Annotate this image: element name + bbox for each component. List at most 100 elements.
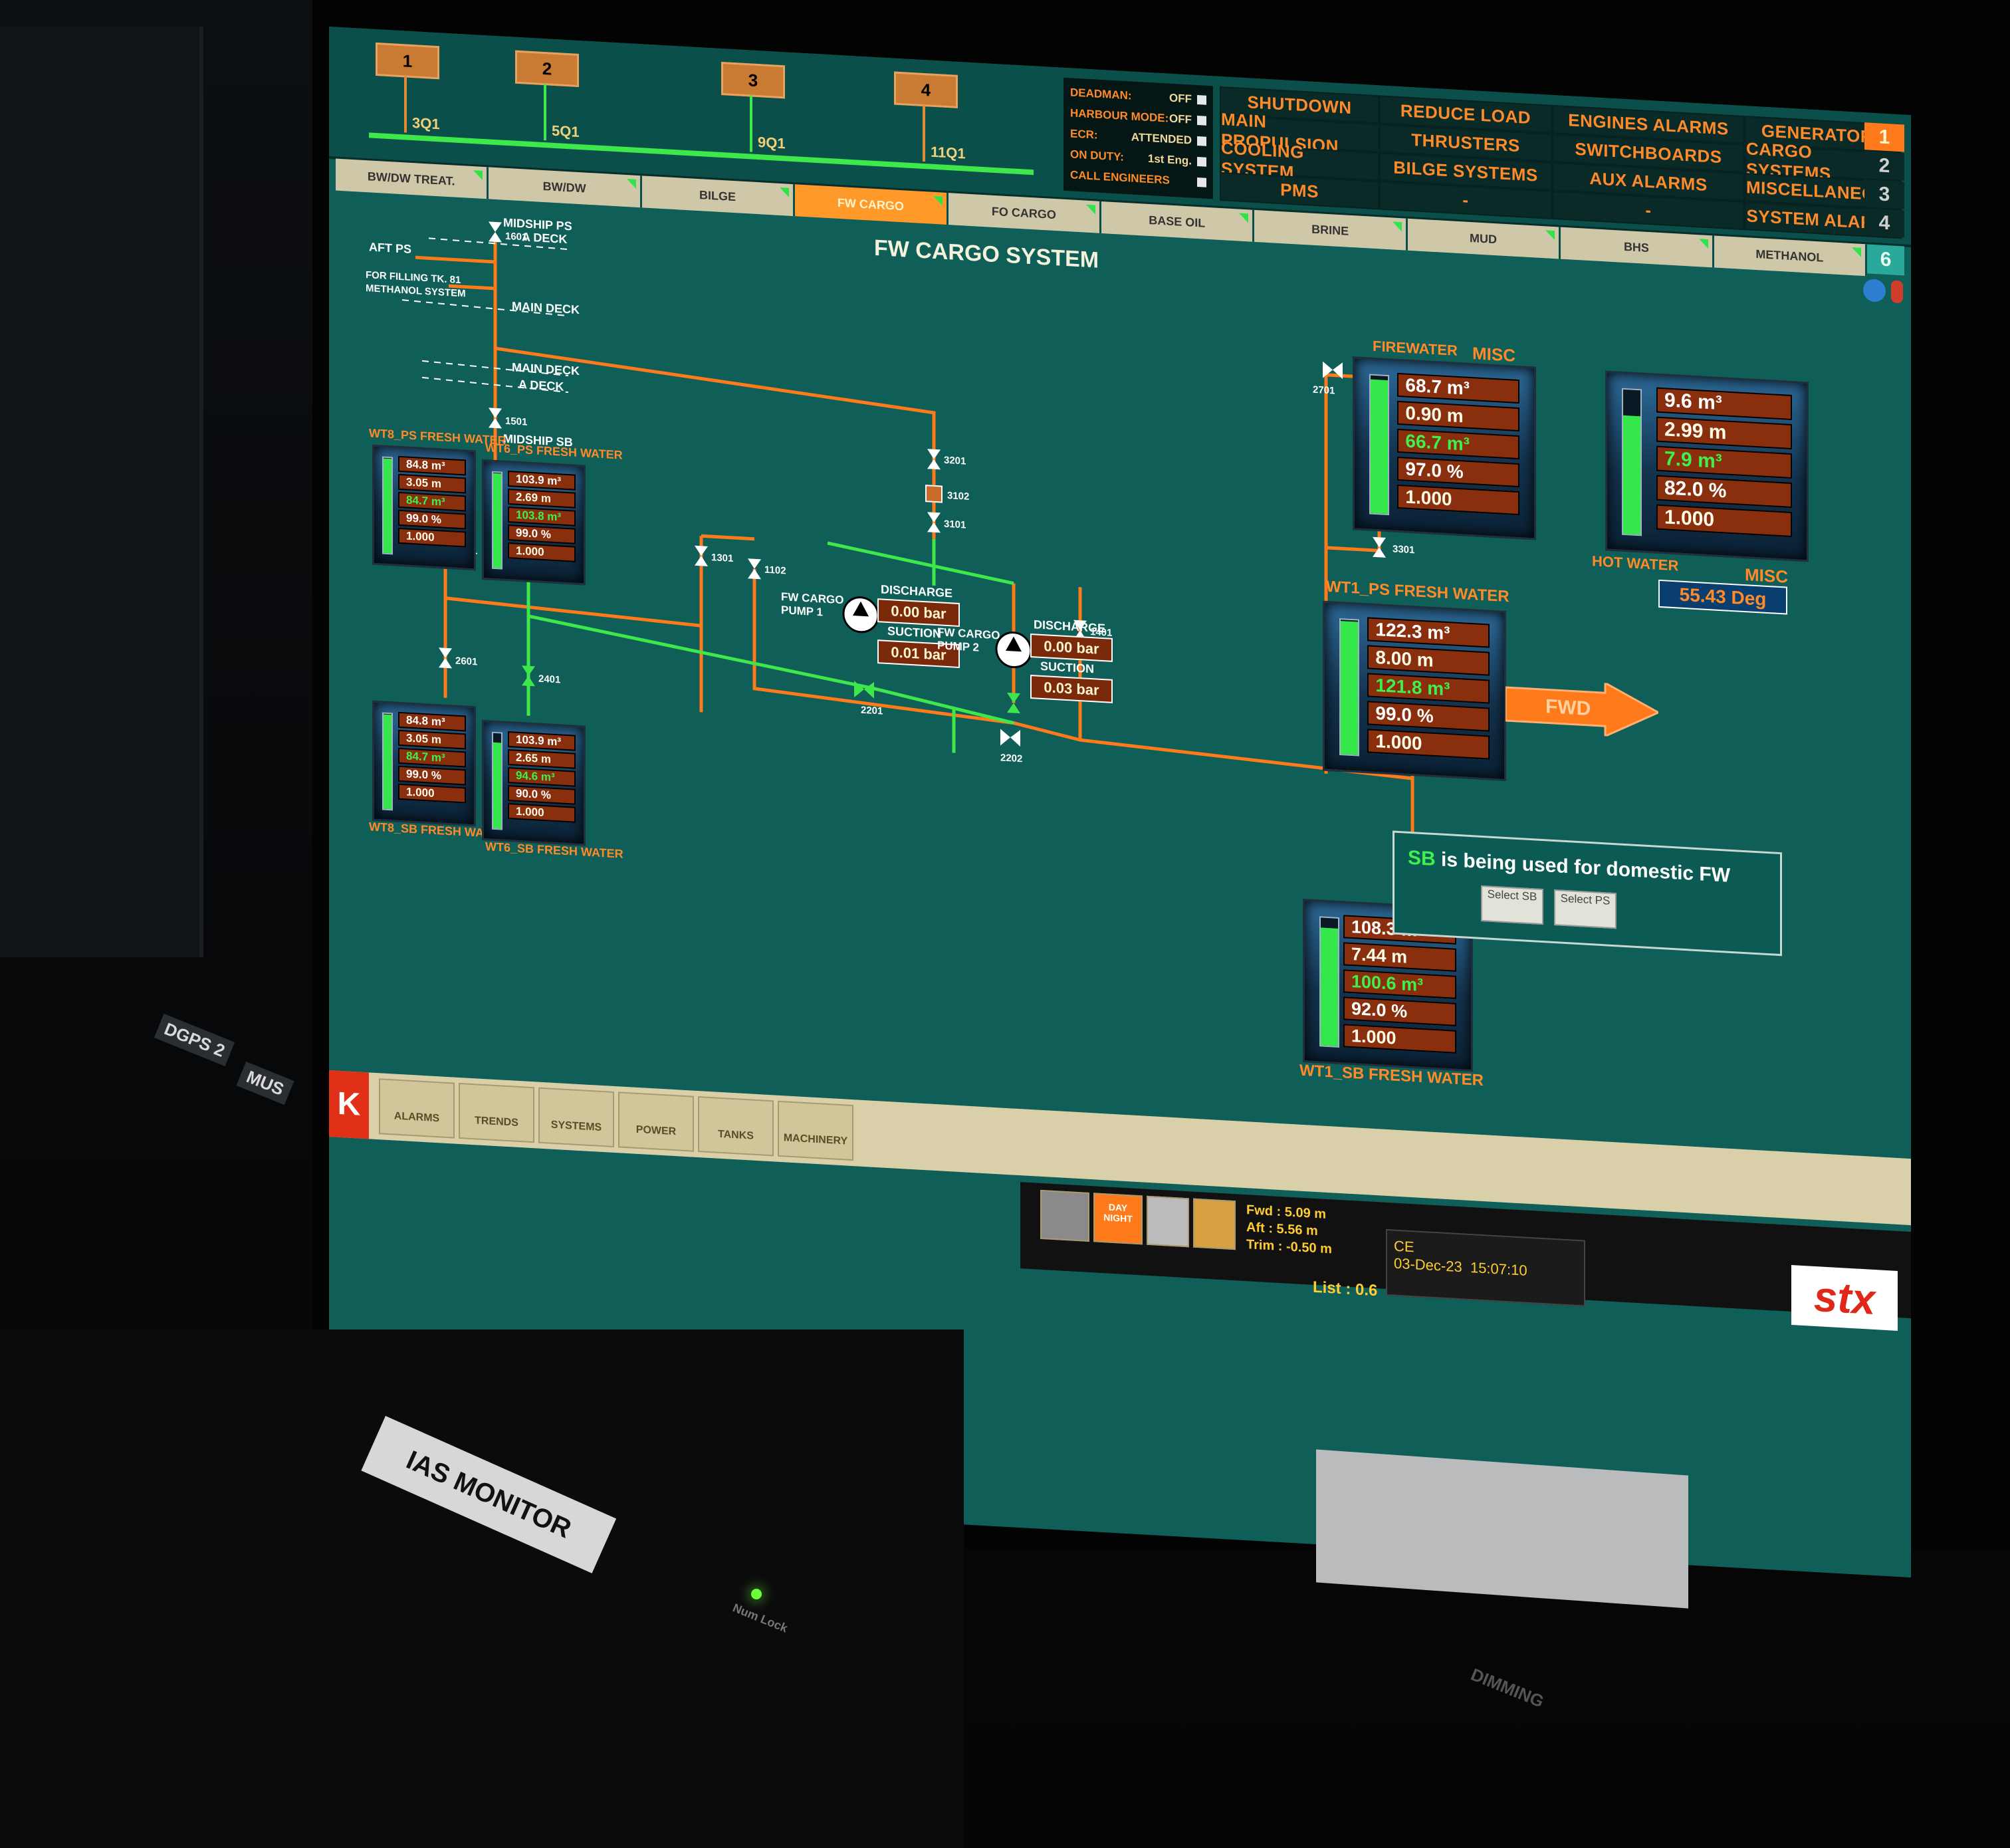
power-button[interactable]: POWER [618, 1092, 694, 1152]
level-readout: 3.05 m [398, 729, 466, 750]
level-readout: 0.90 m [1397, 400, 1519, 432]
unit: m³ [1698, 449, 1722, 473]
valve-icon [489, 407, 502, 429]
valve-icon [1007, 693, 1020, 714]
net-volume-readout: 94.6 m³ [508, 767, 576, 787]
unit: m [540, 491, 551, 505]
unit: m³ [547, 735, 562, 749]
value: 84.8 [406, 457, 429, 472]
valve-label: 2601 [455, 655, 478, 668]
net-volume-readout: 7.9 m³ [1656, 445, 1792, 479]
value: 1.000 [406, 529, 435, 544]
keyboard [0, 1329, 964, 1848]
level-readout: 3.05 m [398, 473, 466, 494]
monitor-plate [1316, 1449, 1688, 1609]
valve-label: 2202 [1000, 752, 1023, 765]
sb-highlight: SB [1408, 846, 1436, 871]
valve-label: 3101 [944, 518, 966, 531]
valves [439, 221, 1419, 905]
date-label: 03-Dec-23 [1394, 1254, 1462, 1276]
tank-wt8-ps[interactable]: 84.8 m³ 3.05 m 84.7 m³ 99.0 % 1.000 [372, 444, 476, 571]
value: 122.3 [1375, 619, 1422, 642]
density-readout: 1.000 [398, 527, 466, 548]
machinery-button[interactable]: MACHINERY [778, 1100, 853, 1161]
day-night-button[interactable]: DAY NIGHT [1093, 1193, 1143, 1245]
level-readout: 7.44 m [1343, 942, 1456, 972]
unit: m [1708, 421, 1727, 444]
volume-readout: 84.8 m³ [398, 711, 466, 732]
value: 3.05 [406, 731, 429, 746]
a-deck-label-2: A DECK [518, 377, 564, 394]
level-bar [492, 471, 502, 570]
tank-wt6-sb[interactable]: 103.9 m³ 2.65 m 94.6 m³ 90.0 % 1.000 [482, 719, 586, 846]
valve-label: 3301 [1393, 543, 1415, 556]
select-sb-button[interactable]: Select SB [1481, 885, 1543, 925]
tank-values: 84.8 m³ 3.05 m 84.7 m³ 99.0 % 1.000 [398, 711, 466, 806]
list-readout: List : 0.6 [1313, 1278, 1378, 1300]
message-body: is being used for domestic FW [1435, 848, 1731, 887]
a-deck-label: A DECK [522, 230, 568, 247]
value: 1.000 [1664, 506, 1715, 531]
net-volume-readout: 84.7 m³ [398, 491, 466, 512]
value: 84.7 [406, 493, 429, 508]
tank-wt1-ps[interactable]: 122.3 m³ 8.00 m 121.8 m³ 99.0 % 1.000 [1323, 600, 1506, 782]
value: 82.0 [1664, 477, 1704, 501]
valve-icon [489, 221, 502, 243]
pump-2-discharge-readout: 0.00 bar [1030, 633, 1113, 662]
value: 7.9 [1664, 447, 1692, 471]
tanks-button[interactable]: TANKS [698, 1096, 774, 1157]
tank-hot-water[interactable]: 9.6 m³ 2.99 m 7.9 m³ 82.0 % 1.000 [1605, 370, 1809, 562]
users-icon[interactable] [1193, 1198, 1236, 1250]
level-bar [382, 712, 393, 811]
valve-label: 1501 [505, 415, 528, 428]
percent-readout: 99.0 % [398, 765, 466, 786]
unit: m [1416, 649, 1434, 671]
level-bar [1319, 916, 1339, 1048]
fwd-label: FWD [1545, 695, 1591, 720]
value: 90.0 [516, 786, 538, 801]
tank-wt6-ps[interactable]: 103.9 m³ 2.69 m 103.8 m³ 99.0 % 1.000 [482, 459, 586, 586]
value: 1.000 [516, 804, 544, 820]
value: 99.0 [516, 526, 538, 540]
tank-firewater[interactable]: 68.7 m³ 0.90 m 66.7 m³ 97.0 % 1.000 [1353, 356, 1536, 540]
valve-label: 2401 [538, 673, 561, 686]
tank-wt8-sb[interactable]: 84.8 m³ 3.05 m 84.7 m³ 99.0 % 1.000 [372, 700, 476, 827]
message-text: SB is being used for domestic FW [1408, 847, 1730, 887]
unit: m³ [1698, 391, 1722, 415]
value: 1.000 [406, 785, 435, 800]
valve-icon [854, 681, 874, 699]
value: 103.8 [516, 508, 544, 523]
select-ps-button[interactable]: Select PS [1554, 889, 1617, 929]
unit: m³ [1446, 377, 1470, 399]
domestic-fw-message: SB is being used for domestic FW Select … [1393, 830, 1782, 957]
value: 1.000 [1405, 486, 1452, 510]
unit: m³ [431, 715, 445, 729]
level-fill [493, 473, 501, 568]
side-monitor [0, 27, 203, 957]
value: 68.7 [1405, 374, 1442, 398]
k-menu-button[interactable]: K [329, 1070, 369, 1139]
level-readout: 2.69 m [508, 489, 576, 509]
unit: m³ [431, 495, 445, 509]
valve-label: 1601 [505, 230, 528, 243]
valve-label: 2201 [861, 704, 883, 717]
value: 8.00 [1375, 647, 1412, 670]
speaker-icon[interactable] [1040, 1189, 1089, 1242]
value: 99.0 [406, 511, 429, 526]
level-bar [492, 731, 502, 830]
value: 1.000 [1351, 1025, 1396, 1048]
level-fill [1341, 621, 1358, 755]
systems-button[interactable]: SYSTEMS [538, 1087, 614, 1147]
suction-label: SUCTION [887, 624, 941, 641]
level-fill [1321, 927, 1338, 1046]
pump-arrow-icon [1006, 636, 1022, 652]
density-readout: 1.000 [1367, 729, 1490, 760]
value: 103.9 [516, 733, 544, 748]
alarms-button[interactable]: ALARMS [379, 1078, 455, 1139]
value: 3.05 [406, 475, 429, 490]
value: 84.7 [406, 749, 429, 764]
trends-button[interactable]: TRENDS [459, 1082, 534, 1143]
printer-icon[interactable] [1147, 1195, 1189, 1248]
valve-label: 3102 [947, 489, 970, 503]
tank-values: 103.9 m³ 2.65 m 94.6 m³ 90.0 % 1.000 [508, 731, 576, 825]
